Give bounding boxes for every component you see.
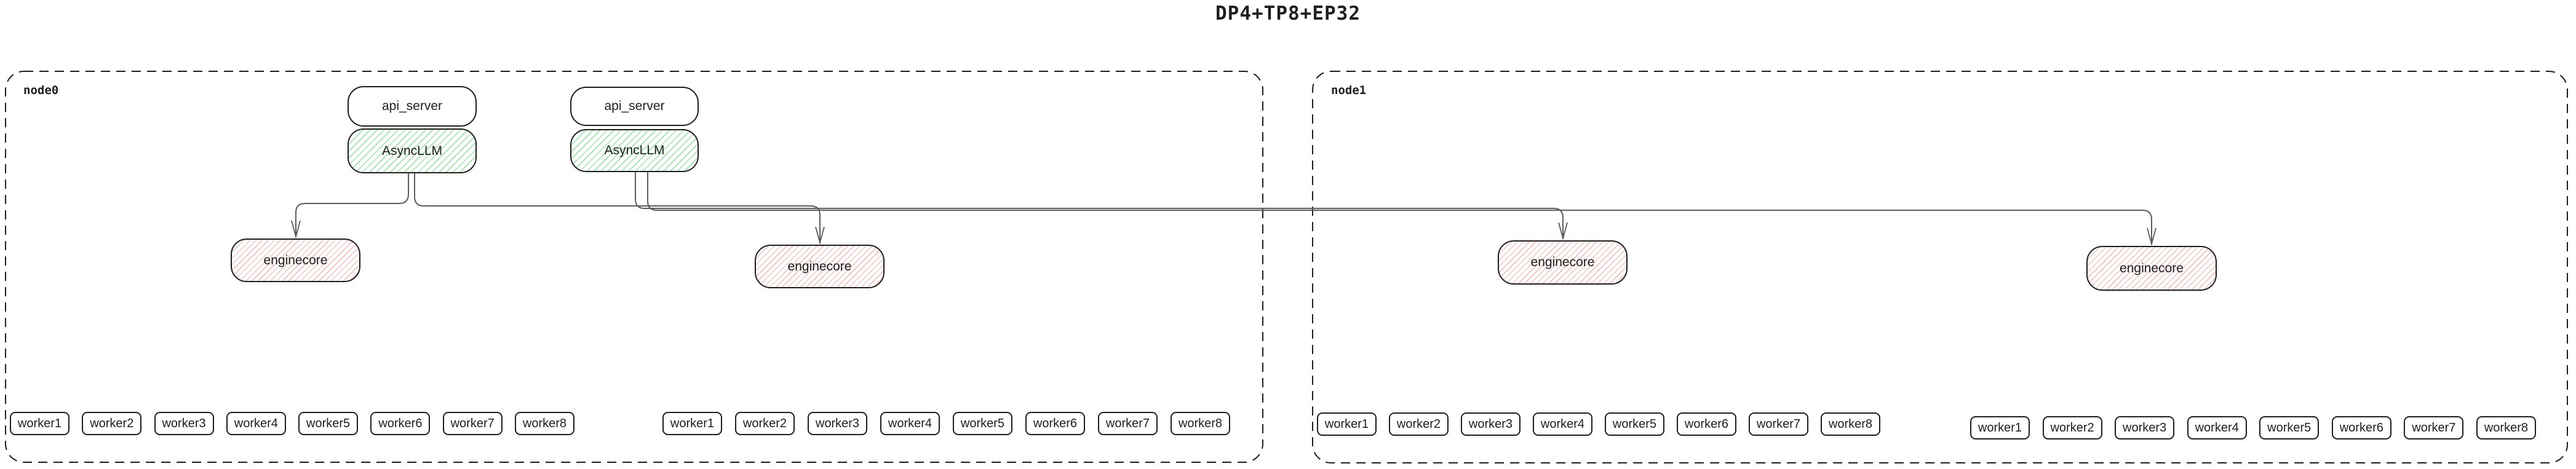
enginecore-box-2: enginecore	[755, 245, 885, 288]
worker-box: worker8	[1821, 412, 1880, 436]
edge-asyncllm2-enginecore3	[635, 172, 1564, 235]
worker-label: worker5	[2267, 420, 2312, 435]
worker-label: worker7	[2412, 420, 2456, 435]
worker-box: worker5	[953, 412, 1012, 435]
api-server-label: api_server	[604, 99, 665, 113]
worker-box: worker4	[1533, 412, 1592, 436]
worker-box: worker3	[808, 412, 867, 435]
worker-box: worker8	[2476, 416, 2536, 439]
worker-box: worker8	[514, 412, 574, 435]
worker-label: worker1	[1324, 417, 1369, 431]
worker-label: worker1	[670, 416, 715, 430]
worker-box: worker6	[2331, 416, 2391, 439]
worker-label: worker4	[1540, 417, 1585, 431]
arrowhead-enginecore4	[2147, 227, 2157, 246]
worker-label: worker7	[1756, 417, 1801, 431]
asyncllm-box-2: AsyncLLM	[570, 129, 699, 172]
enginecore-label: enginecore	[263, 253, 328, 267]
node0-label: node0	[23, 84, 59, 97]
worker-box: worker1	[1970, 416, 2030, 439]
worker-box: worker2	[82, 412, 142, 435]
api-server-label: api_server	[381, 99, 443, 113]
enginecore-box-3: enginecore	[1498, 240, 1628, 285]
worker-label: worker6	[2339, 420, 2383, 435]
enginecore-label: enginecore	[2120, 261, 2184, 275]
worker-label: worker8	[1828, 417, 1873, 431]
worker-label: worker7	[450, 416, 495, 430]
worker-row-node1-engine4: worker1 worker2 worker3 worker4 worker5 worke…	[1970, 416, 2536, 439]
worker-box: worker1	[10, 412, 70, 435]
worker-box: worker6	[1025, 412, 1085, 435]
asyncllm-label: AsyncLLM	[381, 143, 443, 158]
worker-box: worker7	[1749, 412, 1808, 436]
enginecore-box-4: enginecore	[2086, 246, 2217, 291]
worker-box: worker4	[2187, 416, 2247, 439]
worker-box: worker2	[735, 412, 795, 435]
worker-row-node0-engine1: worker1 worker2 worker3 worker4 worker5 worke…	[10, 412, 574, 435]
worker-label: worker4	[2195, 420, 2239, 435]
worker-box: worker1	[1317, 412, 1377, 436]
worker-box: worker4	[880, 412, 940, 435]
worker-label: worker6	[378, 416, 423, 430]
worker-label: worker2	[2050, 420, 2094, 435]
worker-label: worker3	[815, 416, 860, 430]
worker-box: worker5	[1605, 412, 1664, 436]
diagram-title: DP4+TP8+EP32	[1215, 2, 1361, 25]
worker-label: worker8	[1178, 416, 1223, 430]
api-server-box-2: api_server	[570, 87, 699, 126]
asyncllm-label: AsyncLLM	[604, 143, 665, 157]
worker-box: worker3	[154, 412, 214, 435]
arrowhead-enginecore3	[1558, 222, 1568, 241]
worker-label: worker3	[1468, 417, 1513, 431]
worker-label: worker5	[960, 416, 1005, 430]
enginecore-label: enginecore	[787, 259, 852, 274]
worker-box: worker1	[662, 412, 722, 435]
worker-label: worker1	[17, 416, 62, 430]
edge-asyncllm1-enginecore2	[414, 173, 821, 240]
worker-box: worker7	[2404, 416, 2464, 439]
worker-label: worker3	[2123, 420, 2167, 435]
edge-asyncllm1-enginecore1	[295, 173, 409, 234]
edge-asyncllm2-enginecore4	[647, 172, 2152, 241]
worker-box: worker3	[2115, 416, 2175, 439]
worker-box: worker3	[1461, 412, 1521, 436]
worker-label: worker2	[90, 416, 134, 430]
worker-label: worker7	[1105, 416, 1150, 430]
worker-label: worker1	[1978, 420, 2022, 435]
worker-label: worker2	[742, 416, 787, 430]
arrowhead-enginecore2	[815, 226, 825, 245]
worker-label: worker6	[1684, 417, 1729, 431]
worker-label: worker2	[1396, 417, 1441, 431]
worker-box: worker2	[2042, 416, 2102, 439]
enginecore-label: enginecore	[1530, 255, 1595, 269]
worker-label: worker6	[1033, 416, 1078, 430]
worker-box: worker2	[1389, 412, 1449, 436]
worker-label: worker4	[234, 416, 278, 430]
worker-box: worker6	[1677, 412, 1736, 436]
worker-label: worker8	[2484, 420, 2528, 435]
worker-row-node1-engine3: worker1 worker2 worker3 worker4 worker5 worke…	[1317, 412, 1880, 436]
api-server-box-1: api_server	[348, 86, 477, 127]
asyncllm-box-1: AsyncLLM	[348, 128, 477, 173]
worker-box: worker5	[2259, 416, 2320, 439]
worker-row-node0-engine2: worker1 worker2 worker3 worker4 worker5 worke…	[662, 412, 1230, 435]
worker-label: worker5	[1612, 417, 1657, 431]
worker-box: worker7	[1098, 412, 1158, 435]
worker-box: worker6	[370, 412, 431, 435]
worker-box: worker4	[226, 412, 286, 435]
enginecore-box-1: enginecore	[231, 238, 360, 282]
worker-label: worker4	[888, 416, 932, 430]
worker-box: worker8	[1171, 412, 1230, 435]
node1-boundary	[1312, 71, 2568, 463]
worker-box: worker5	[298, 412, 359, 435]
worker-label: worker5	[306, 416, 351, 430]
worker-label: worker3	[162, 416, 206, 430]
node1-label: node1	[1331, 84, 1367, 97]
worker-box: worker7	[442, 412, 503, 435]
arrowhead-enginecore1	[291, 220, 301, 239]
worker-label: worker8	[522, 416, 567, 430]
